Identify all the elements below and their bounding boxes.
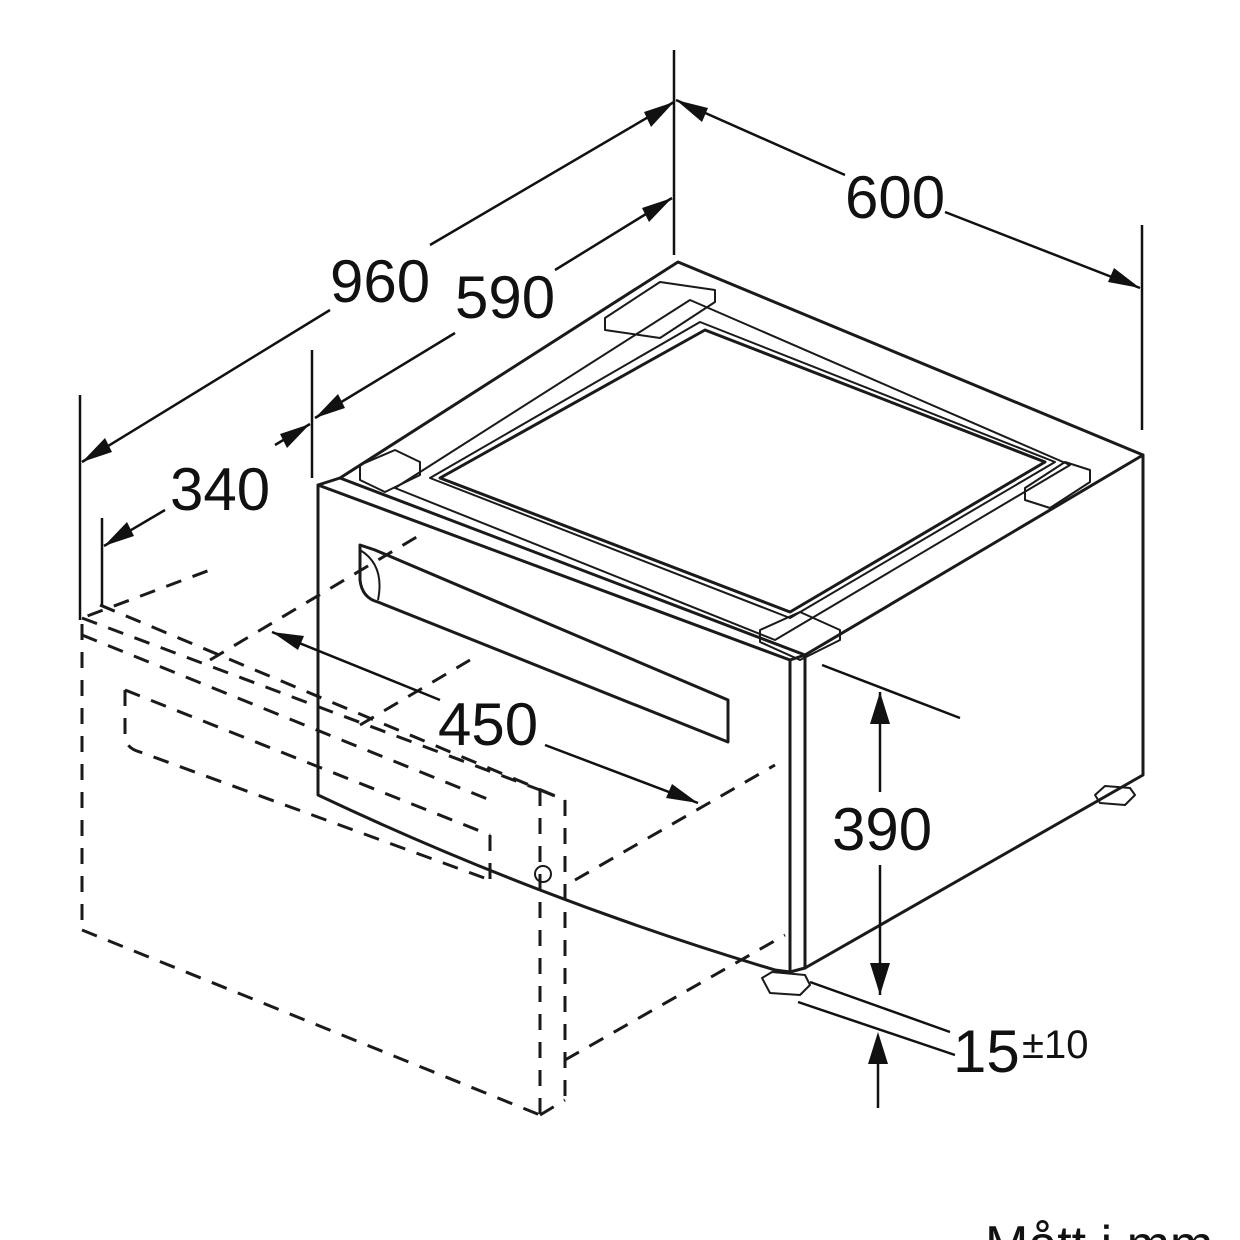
dimension-15-tolerance: ±10 (1022, 1023, 1088, 1067)
dimension-340-label: 340 (170, 456, 270, 523)
extended-drawer-outline (80, 533, 786, 1117)
pedestal-body (316, 260, 1145, 996)
dimension-590: 590 (310, 196, 673, 478)
dimension-600-label: 600 (845, 164, 945, 231)
dimension-390: 390 (809, 663, 961, 1034)
dimension-340: 340 (100, 422, 311, 605)
dimension-960-label: 960 (330, 248, 430, 315)
dimension-590-label: 590 (455, 264, 555, 331)
unit-note: Mått i mm (985, 1216, 1213, 1240)
dimension-390-label: 390 (832, 796, 932, 863)
dimension-15: 15 ±10 (797, 1000, 1088, 1108)
dimension-450: 450 (271, 630, 699, 805)
dimension-960: 960 (78, 50, 676, 620)
dimension-15-label: 15 (953, 1018, 1020, 1085)
dimension-450-label: 450 (438, 691, 538, 758)
dimension-600: 600 (675, 98, 1144, 430)
